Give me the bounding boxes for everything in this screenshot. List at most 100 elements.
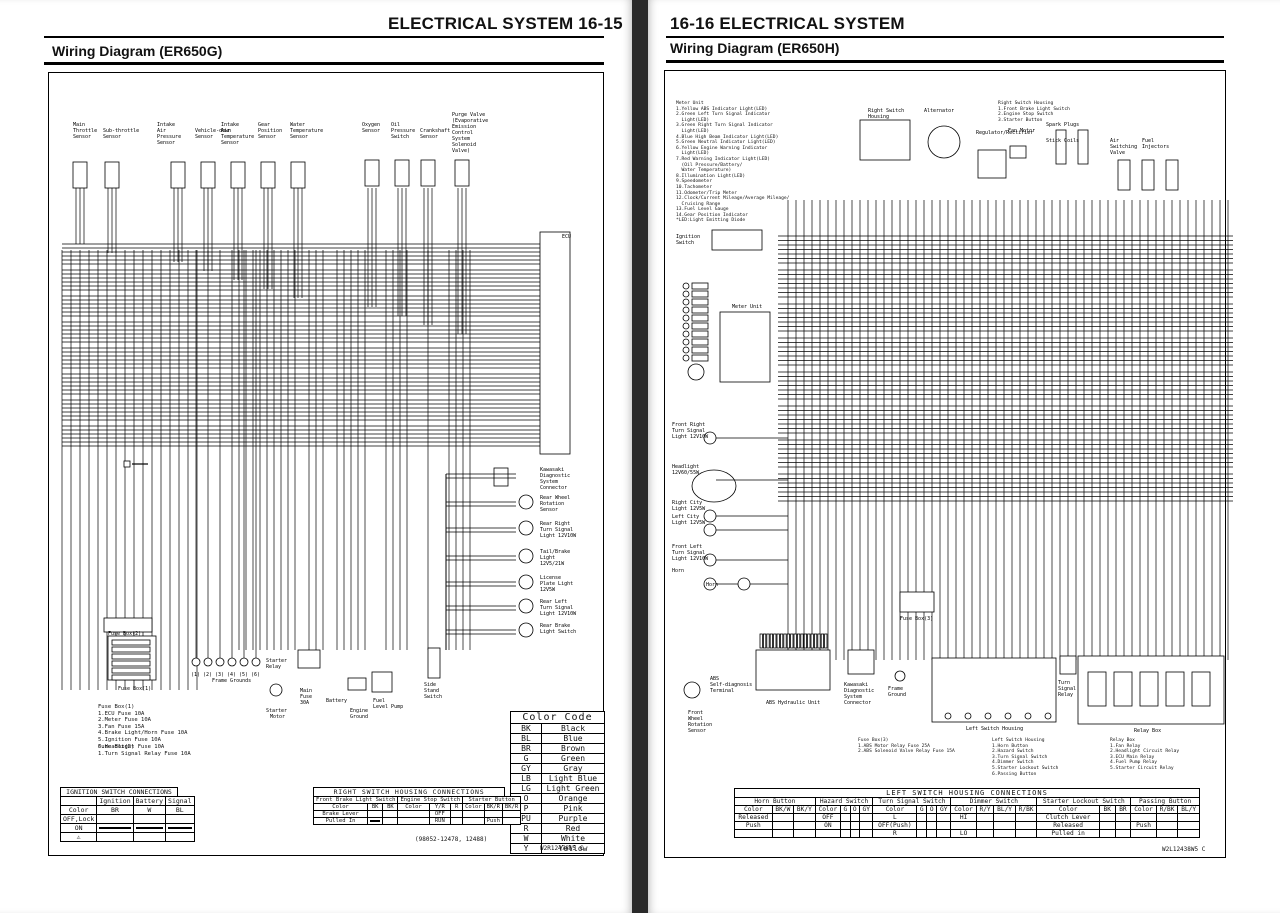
switch-cell: G — [841, 806, 850, 814]
switch-cell — [1178, 830, 1200, 838]
battery — [348, 678, 366, 690]
switch-cell — [1156, 822, 1178, 830]
component-label: 12V5W — [540, 587, 556, 593]
ignition-cell — [133, 824, 165, 833]
switch-cell — [860, 814, 873, 822]
switch-cell — [994, 830, 1016, 838]
switch-cell: BK/R — [502, 804, 520, 811]
color-name: Purple — [542, 814, 605, 824]
fuse-box1-label: Fuse Box(1) — [118, 686, 151, 692]
led-block — [692, 331, 708, 337]
ignition-cell: W — [133, 806, 165, 815]
battery-label: Battery — [326, 698, 347, 704]
lamp-symbol — [704, 524, 716, 536]
switch-cell: BR — [1115, 806, 1131, 814]
color-name: Light Blue — [542, 774, 605, 784]
color-abbrev: W — [511, 834, 542, 844]
switch-cell — [368, 811, 383, 818]
abs-pin — [804, 634, 806, 648]
switch-cell — [1131, 830, 1157, 838]
switch-group-label: Engine Stop Switch — [398, 797, 463, 804]
switch-cell: BK — [383, 804, 398, 811]
right-switch-table-title: RIGHT SWITCH HOUSING CONNECTIONS — [313, 787, 505, 796]
switch-cell — [451, 818, 463, 825]
switch-cell: Y/R — [429, 804, 451, 811]
switch-cell: Brake Lever — [314, 811, 368, 818]
abs-terminal-label: Terminal — [710, 688, 734, 694]
switch-cell: R — [873, 830, 917, 838]
ignition-header-cell — [61, 797, 97, 806]
frame-ground-label: Ground — [888, 692, 906, 698]
right-switch-table: Front Brake Light SwitchEngine Stop Swit… — [313, 796, 521, 825]
ground-terminal — [204, 658, 212, 666]
ignition-cell: Color — [61, 806, 97, 815]
tsr-label: Relay — [1058, 692, 1073, 698]
relay-box-label: Relay Box — [1134, 728, 1161, 734]
lamp-symbol — [519, 495, 533, 509]
horn-label: Horn — [706, 582, 718, 588]
component-label: 12V60/55W — [672, 470, 700, 476]
starter-motor-label: Motor — [270, 714, 285, 720]
component-label: Light 12V10W — [672, 434, 709, 440]
ignition-cell: ON — [61, 824, 97, 833]
switch-number — [1045, 713, 1051, 719]
abs-pin — [825, 634, 827, 648]
switch-cell: BL/Y — [994, 806, 1016, 814]
switch-cell: GY — [937, 806, 951, 814]
switch-cell — [383, 818, 398, 825]
frame-grounds-label: Frame Grounds — [212, 678, 251, 684]
switch-cell: BK/R — [484, 804, 502, 811]
switch-cell: GY — [860, 806, 873, 814]
switch-cell: Push — [484, 818, 502, 825]
abs-pin — [770, 634, 772, 648]
switch-cell — [841, 822, 850, 830]
color-code-row: LBLight Blue — [511, 774, 605, 784]
switch-number — [945, 713, 951, 719]
switch-cell: R/BK — [1015, 806, 1037, 814]
color-code-row: PPink — [511, 804, 605, 814]
color-name: Black — [542, 724, 605, 734]
switch-cell — [398, 811, 429, 818]
switch-cell: Pulled In — [314, 818, 368, 825]
abs-pin — [791, 634, 793, 648]
switch-cell: Push — [1131, 822, 1157, 830]
switch-cell — [463, 818, 485, 825]
frame-ground — [895, 671, 905, 681]
switch-cell — [850, 822, 859, 830]
switch-cell — [502, 818, 520, 825]
switch-cell — [1115, 814, 1131, 822]
abs-pin — [801, 634, 803, 648]
fuse-box2 — [104, 618, 152, 632]
meter-unit-notes: Meter Unit 1.Yellow ABS Indicator Light(… — [676, 101, 789, 224]
switch-group-label: Hazard Switch — [815, 798, 873, 806]
ignition-cell: ⚠ — [61, 833, 97, 842]
indicator-led — [683, 283, 689, 289]
component-label: Housing — [868, 114, 889, 120]
switch-group-label: Front Brake Light Switch — [314, 797, 398, 804]
indicator-led — [683, 339, 689, 345]
switch-cell — [841, 814, 850, 822]
starter-motor — [270, 684, 282, 696]
indicator-led — [683, 291, 689, 297]
ignition-cell — [97, 824, 133, 833]
sensor-label: Sensor — [362, 128, 380, 134]
connection-bar — [99, 827, 130, 829]
left-switch-label: Left Switch Housing — [966, 726, 1023, 732]
fuse-box3-notes: Fuse Box(3) 1.ABS Motor Relay Fuse 25A 2… — [858, 738, 955, 755]
ignition-cell: BL — [166, 806, 194, 815]
sensor-connector — [261, 162, 275, 188]
indicator-led — [683, 323, 689, 329]
abs-pin — [777, 634, 779, 648]
switch-cell — [917, 822, 927, 830]
switch-cell: Color — [873, 806, 917, 814]
switch-group-label: Horn Button — [735, 798, 816, 806]
sensor-label: Sensor — [157, 140, 175, 146]
ignition-cell — [97, 833, 133, 842]
abs-pin — [787, 634, 789, 648]
fuse — [112, 654, 150, 659]
switch-cell — [735, 830, 773, 838]
switch-cell — [976, 814, 993, 822]
ignition-cell — [166, 815, 194, 824]
switch-cell: R — [451, 804, 463, 811]
color-name: Gray — [542, 764, 605, 774]
